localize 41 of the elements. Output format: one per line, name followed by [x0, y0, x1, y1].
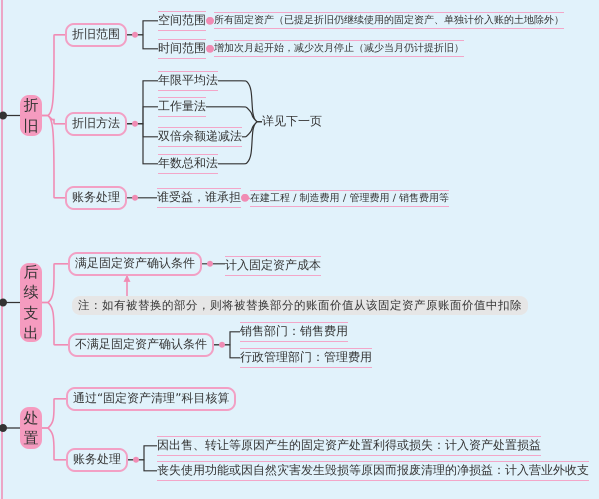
side-text: 详见下一页	[262, 114, 322, 130]
leaf-text: 所有固定资产（已提足折旧仍继续使用的固定资产、单独计价入账的土地除外）	[214, 12, 564, 29]
leaf-text: 年数总和法	[158, 154, 218, 174]
leaf-text: 空间范围	[158, 11, 206, 31]
topic-label: 后续支出	[20, 263, 42, 342]
leaf-text: 销售部门：销售费用	[240, 322, 348, 342]
leaf-text: 计入固定资产成本	[225, 256, 321, 276]
branch-box: 账务处理	[65, 186, 127, 210]
leaf-text: 丧失使用功能或因自然灾害发生毁损等原因而报废清理的净损益：计入营业外收支	[157, 461, 589, 481]
connector-line	[42, 114, 65, 199]
note-box: 注：如有被替换的部分，则将被替换部分的账面价值从该固定资产原账面价值中扣除	[72, 296, 528, 315]
leaf-text: 工作量法	[158, 97, 206, 117]
connector-line	[127, 34, 158, 50]
branch-box: 折旧方法	[65, 112, 127, 136]
leaf-text: 双倍余额递减法	[158, 127, 242, 147]
branch-box: 不满足固定资产确认条件	[68, 333, 214, 357]
leaf-text: 因出售、转让等原因产生的固定资产处置利得或损失：计入资产处置损益	[157, 436, 541, 456]
topic-label: 折旧	[20, 95, 42, 136]
connector-line	[241, 194, 250, 202]
leaf-text: 时间范围	[158, 39, 206, 59]
leaf-text: 在建工程 / 制造费用 / 管理费用 / 销售费用等	[250, 190, 450, 207]
connector-line	[202, 263, 225, 264]
leaf-text: 年限平均法	[158, 71, 218, 91]
connector-line	[127, 197, 157, 198]
branch-box: 账务处理	[66, 448, 128, 472]
branch-box: 折旧范围	[65, 23, 127, 47]
topic-label: 处置	[20, 407, 42, 449]
connector-line	[0, 112, 20, 120]
connector-line	[206, 16, 214, 25]
leaf-text: 谁受益，谁承担	[157, 188, 241, 208]
leaf-text: 行政管理部门：管理费用	[240, 348, 372, 368]
leaf-text: 增加次月起开始，减少次月停止（减少当月仍计提折旧）	[214, 40, 464, 57]
connector-line	[206, 44, 214, 53]
arrow	[124, 274, 130, 296]
connector-line	[128, 459, 157, 472]
connector-line	[0, 424, 20, 432]
connector-line	[218, 121, 262, 164]
branch-box: 满足固定资产确认条件	[68, 252, 202, 276]
branch-box: 通过“固定资产清理”科目核算	[66, 387, 236, 411]
connector-line	[0, 298, 20, 306]
connector-line	[127, 123, 158, 164]
